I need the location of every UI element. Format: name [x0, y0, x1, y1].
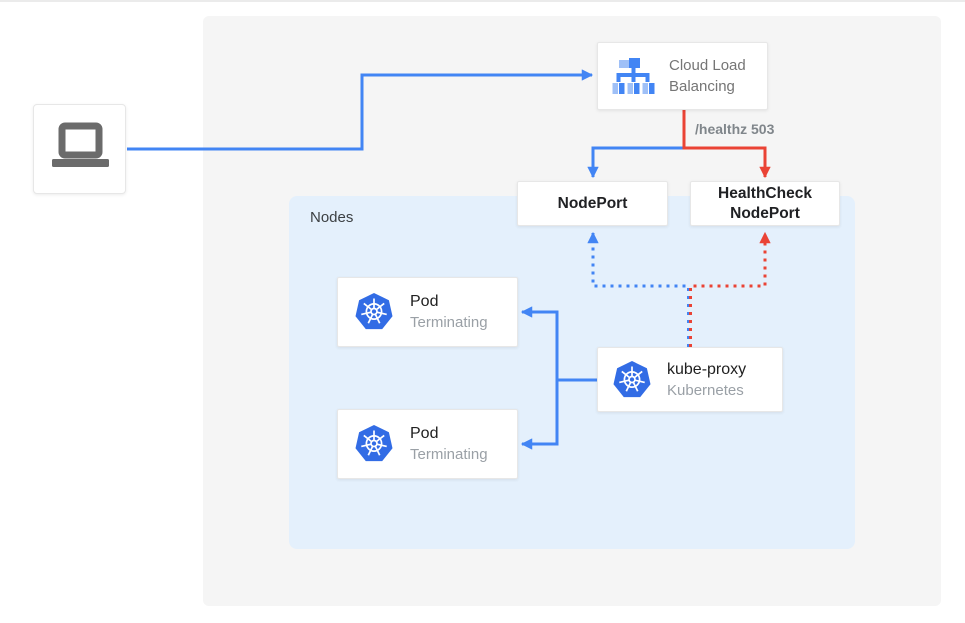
- pod-title: Pod: [410, 425, 439, 442]
- kube-proxy-text: kube-proxy Kubernetes: [667, 359, 746, 401]
- kubernetes-logo-icon: [613, 360, 651, 397]
- kubernetes-logo-icon: [355, 293, 393, 330]
- pod-status: Terminating: [410, 314, 488, 331]
- laptop-icon: [51, 122, 109, 167]
- kubernetes-logo-icon: [355, 425, 393, 462]
- pod-text: Pod Terminating: [410, 291, 488, 333]
- nodeport-label: NodePort: [557, 194, 628, 212]
- healthcheck-nodeport-node: HealthCheck NodePort: [690, 181, 840, 226]
- healthcheck-line1: HealthCheck: [718, 184, 812, 202]
- healthcheck-nodeport-label: HealthCheck NodePort: [718, 184, 812, 224]
- kube-proxy-node: kube-proxy Kubernetes: [597, 347, 783, 412]
- pod-node-1: Pod Terminating: [337, 277, 518, 347]
- kube-proxy-title: kube-proxy: [667, 360, 747, 378]
- cloud-load-balancing-node: Cloud Load Balancing: [597, 42, 768, 110]
- load-balancer-icon: [612, 58, 655, 94]
- pod-title: Pod: [410, 293, 439, 310]
- healthz-status-label: /healthz 503: [695, 121, 775, 137]
- pod-status: Terminating: [410, 446, 488, 463]
- kube-proxy-subtitle: Kubernetes: [667, 381, 744, 399]
- client-node: [33, 104, 126, 194]
- top-divider: [0, 0, 965, 2]
- pod-node-2: Pod Terminating: [337, 409, 518, 479]
- healthcheck-line2: NodePort: [730, 204, 800, 222]
- pod-text: Pod Terminating: [410, 423, 488, 465]
- nodes-label: Nodes: [310, 209, 354, 226]
- load-balancer-label: Cloud Load Balancing: [669, 57, 746, 95]
- nodeport-node: NodePort: [517, 181, 668, 226]
